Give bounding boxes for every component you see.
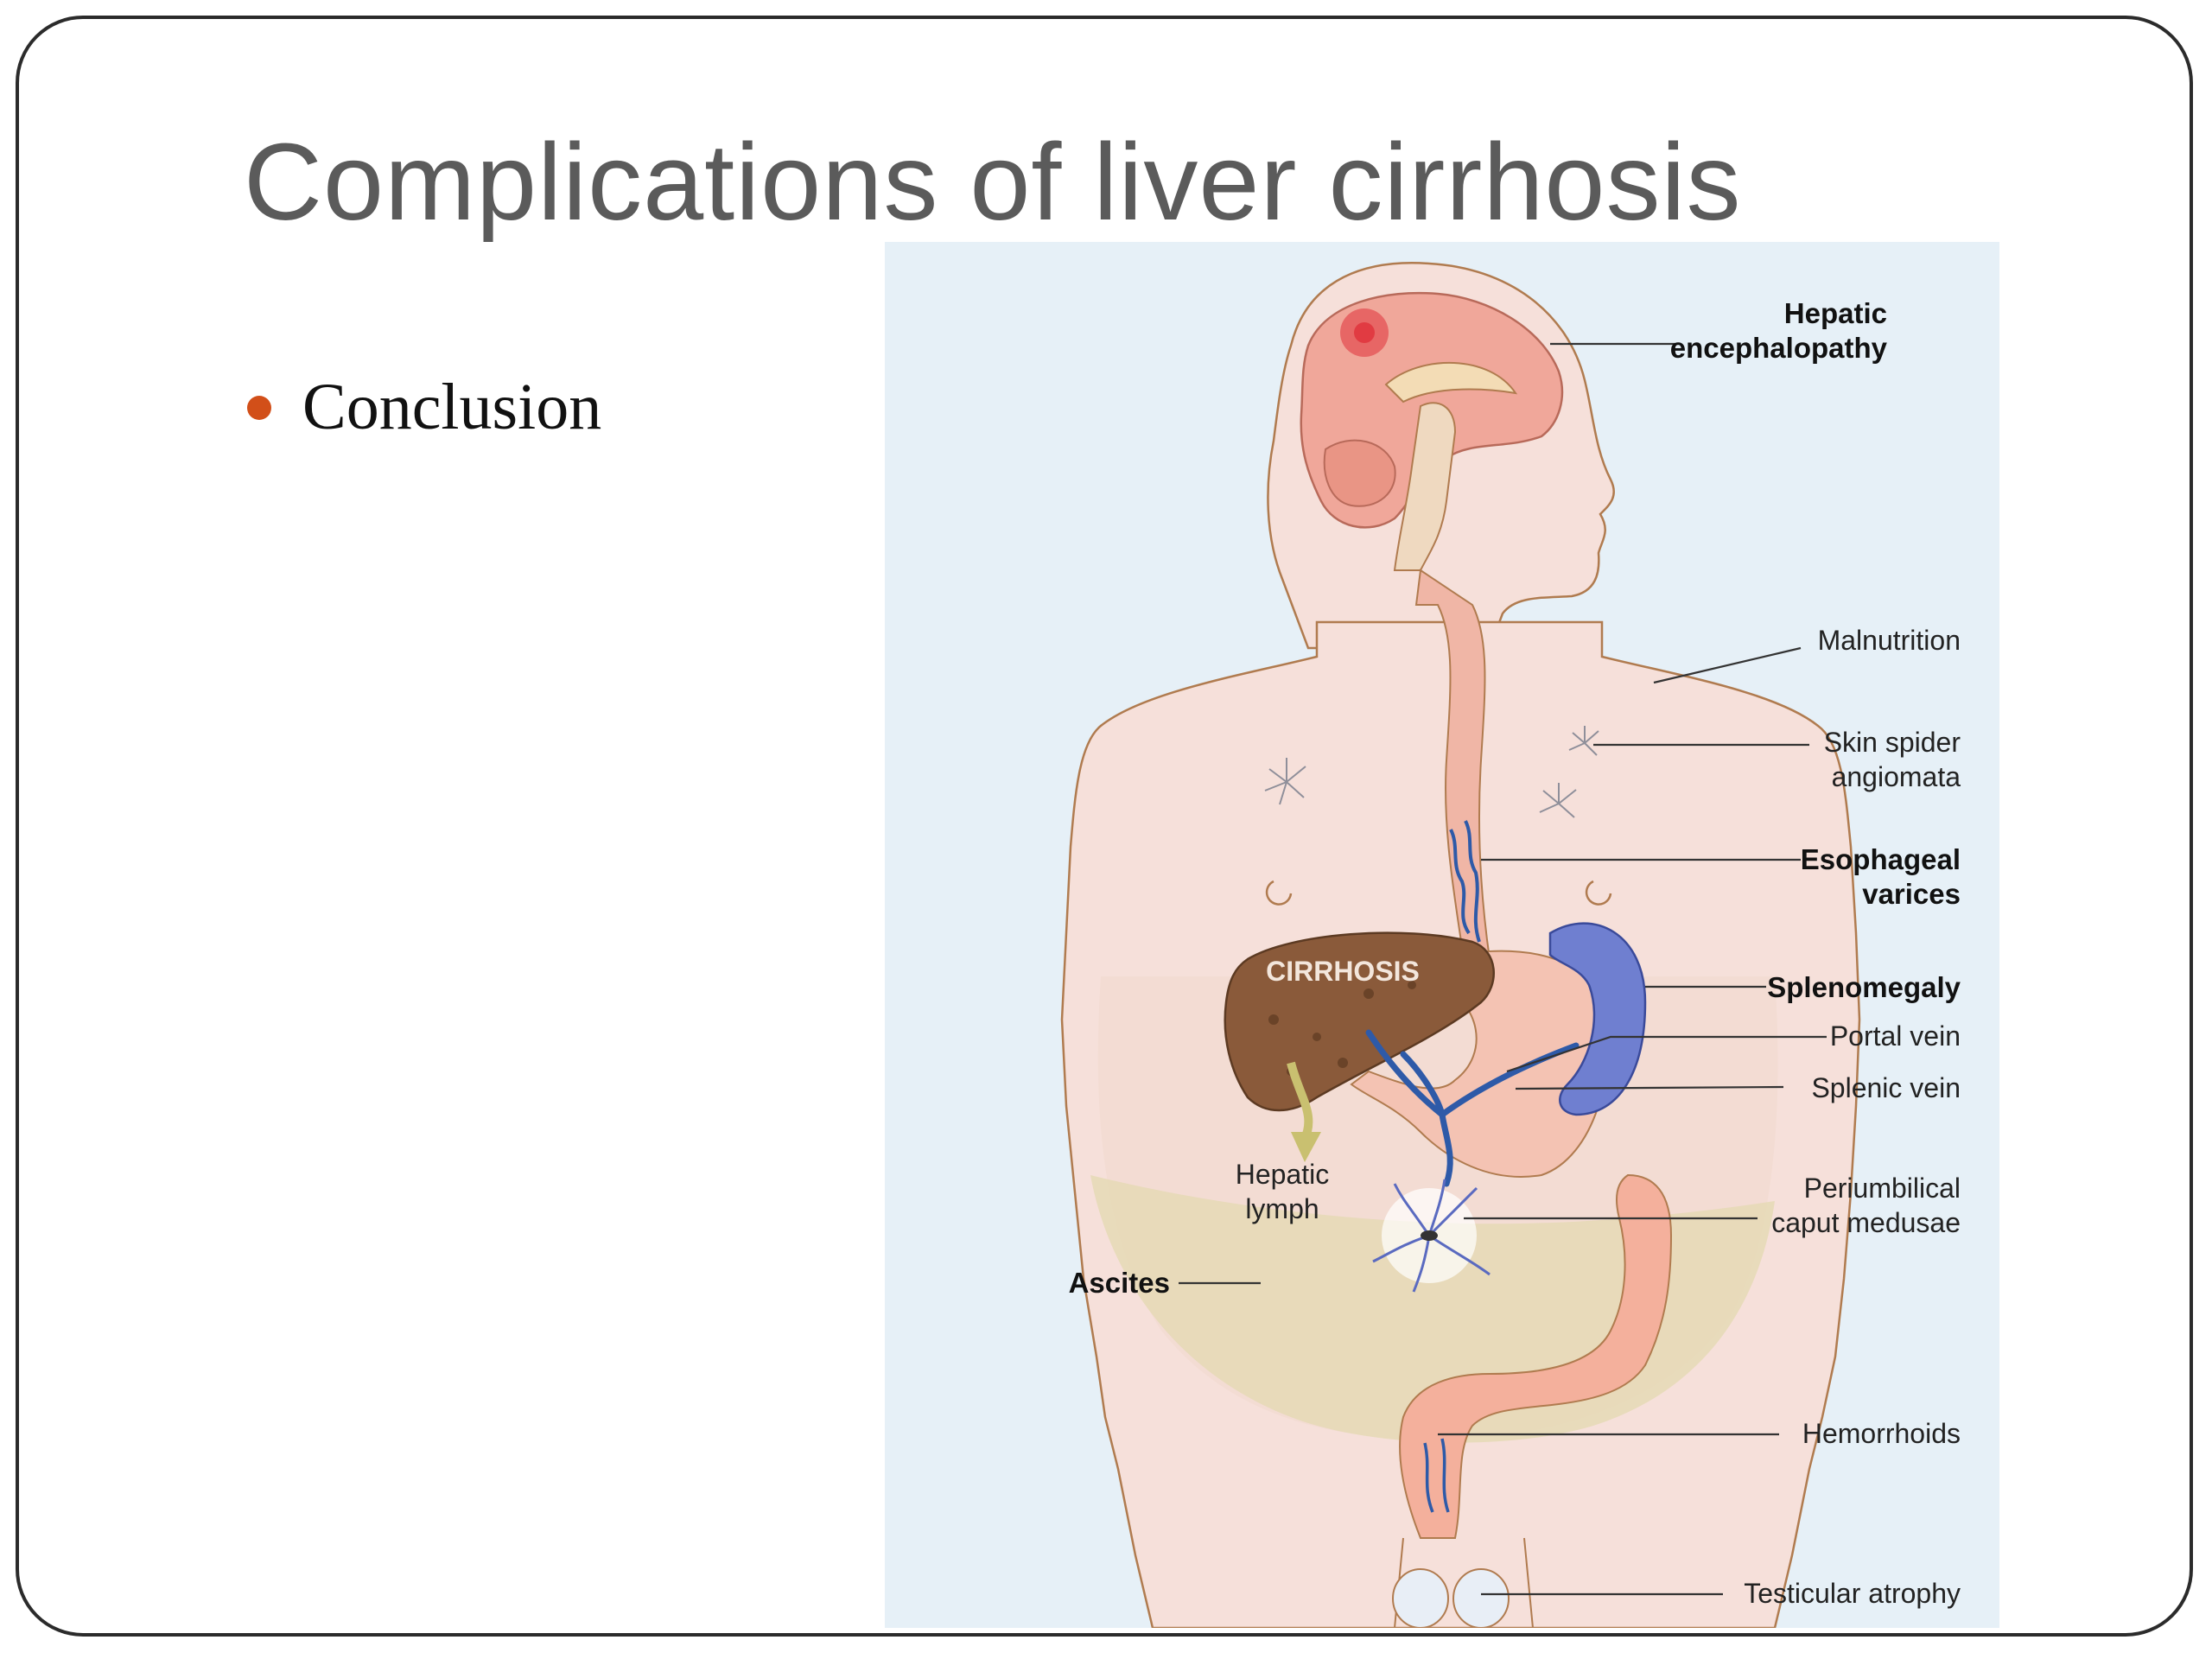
cirrhosis-diagram: CIRRHOSIS <box>885 242 1999 1628</box>
label-hepatic-encephalopathy-1: Hepatic <box>1784 297 1887 329</box>
spleen <box>1548 922 1647 1116</box>
label-portal-vein: Portal vein <box>1830 1020 1961 1052</box>
bullet-dot <box>247 396 271 420</box>
label-hemorrhoids: Hemorrhoids <box>1802 1418 1961 1449</box>
organ-label-cirrhosis: CIRRHOSIS <box>1266 956 1420 987</box>
label-hepatic-encephalopathy-2: encephalopathy <box>1670 332 1888 364</box>
label-malnutrition: Malnutrition <box>1818 625 1961 656</box>
label-skin-spider-angiomata-2: angiomata <box>1832 761 1961 792</box>
leader-lines <box>1179 342 1827 1596</box>
portal-veins <box>1365 1029 1580 1187</box>
label-splenic-vein: Splenic vein <box>1811 1072 1961 1103</box>
lymph-arrow-head <box>1291 1132 1321 1162</box>
label-caput-medusae-2: caput medusae <box>1771 1207 1961 1238</box>
caput-medusae <box>1372 1179 1491 1293</box>
slide-title: Complications of liver cirrhosis <box>244 121 1742 243</box>
spider-angiomata <box>1264 726 1599 818</box>
label-skin-spider-angiomata-1: Skin spider <box>1824 727 1961 758</box>
label-hepatic-lymph-1: Hepatic <box>1236 1159 1330 1190</box>
label-ascites: Ascites <box>1069 1267 1170 1299</box>
label-periumbilical-1: Periumbilical <box>1804 1173 1961 1204</box>
label-splenomegaly: Splenomegaly <box>1767 971 1961 1003</box>
colon <box>1399 1173 1673 1539</box>
label-esophageal-varices-1: Esophageal <box>1801 843 1961 875</box>
label-esophageal-varices-2: varices <box>1862 878 1961 910</box>
label-testicular-atrophy: Testicular atrophy <box>1744 1578 1961 1609</box>
label-hepatic-lymph-2: lymph <box>1245 1193 1319 1224</box>
hemorrhoid-veins <box>1423 1438 1450 1513</box>
brain <box>1300 291 1564 571</box>
bullet-conclusion: Conclusion <box>302 371 602 443</box>
